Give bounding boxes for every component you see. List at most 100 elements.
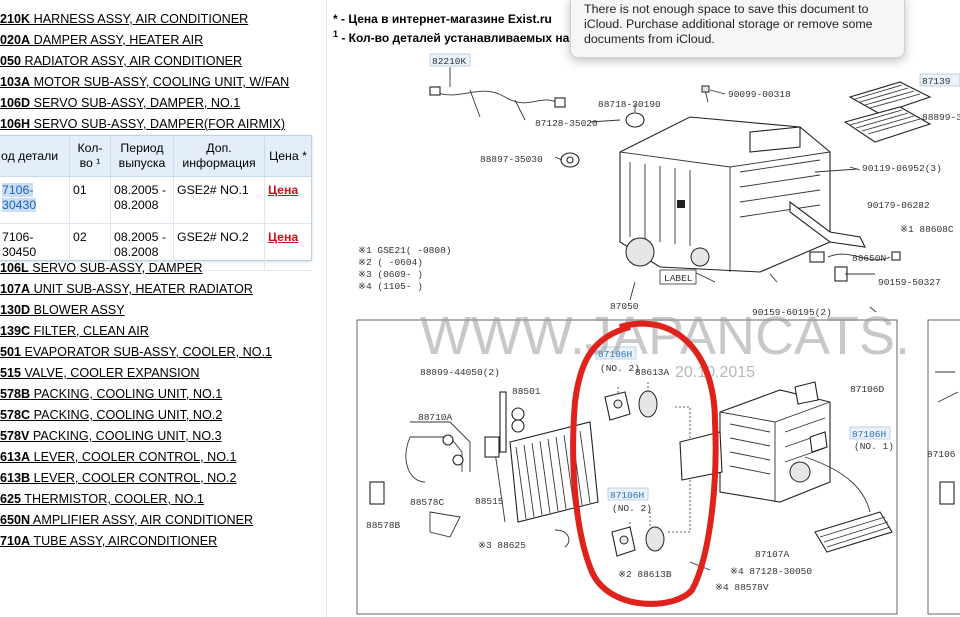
period-cell: 08.2005 - 08.2008: [110, 223, 174, 271]
part-link[interactable]: 578B PACKING, COOLING UNIT, NO.1: [0, 387, 222, 401]
info-cell: GSE2# NO.1: [173, 176, 265, 224]
svg-text:※3 88625: ※3 88625: [478, 540, 526, 551]
part-name: SERVO SUB-ASSY, DAMPER, NO.1: [33, 96, 241, 110]
list-item: 501 EVAPORATOR SUB-ASSY, COOLER, NO.1: [0, 342, 272, 363]
part-code: 501: [0, 345, 22, 359]
part-link[interactable]: 515 VALVE, COOLER EXPANSION: [0, 366, 199, 380]
servo-parts-circled[interactable]: [604, 382, 691, 557]
svg-text:90159-60195(2): 90159-60195(2): [752, 307, 832, 318]
part-name: SERVO SUB-ASSY, DAMPER(FOR AIRMIX): [33, 117, 286, 131]
part-code: 139C: [0, 324, 31, 338]
svg-text:88613A: 88613A: [635, 367, 670, 378]
part-variants-table: од детали Кол-во ¹ Период выпуска Доп. и…: [0, 135, 312, 271]
list-item: 578C PACKING, COOLING UNIT, NO.2: [0, 405, 272, 426]
list-item: 515 VALVE, COOLER EXPANSION: [0, 363, 272, 384]
harness-part[interactable]: [429, 86, 566, 121]
part-link[interactable]: 710A TUBE ASSY, AIRCONDITIONER: [0, 534, 217, 548]
part-link[interactable]: 106L SERVO SUB-ASSY, DAMPER: [0, 261, 203, 275]
part-name: HARNESS ASSY, AIR CONDITIONER: [33, 12, 249, 26]
part-link[interactable]: 103A MOTOR SUB-ASSY, COOLING UNIT, W/FAN: [0, 75, 289, 89]
part-code: 625: [0, 492, 22, 506]
panel-divider: [326, 0, 327, 617]
part-code: 107A: [0, 282, 31, 296]
price-cell: Цена: [264, 176, 311, 224]
part-code: 130D: [0, 303, 31, 317]
part-link[interactable]: 050 RADIATOR ASSY, AIR CONDITIONER: [0, 54, 242, 68]
part-code: 103A: [0, 75, 31, 89]
part-name: DAMPER ASSY, HEATER AIR: [33, 33, 204, 47]
cooling-unit-housing[interactable]: [619, 116, 831, 273]
col-header-period: Период выпуска: [110, 136, 174, 177]
red-circle-annotation: [570, 320, 719, 607]
part-link[interactable]: 578V PACKING, COOLING UNIT, NO.3: [0, 429, 222, 443]
watermark-date: 20.10.2015: [675, 364, 755, 381]
qty-cell: 01: [69, 176, 111, 224]
part-link[interactable]: 613B LEVER, COOLER CONTROL, NO.2: [0, 471, 237, 485]
part-code: 710A: [0, 534, 31, 548]
svg-text:※4 (1105- ): ※4 (1105- ): [358, 281, 423, 292]
part-link[interactable]: 578C PACKING, COOLING UNIT, NO.2: [0, 408, 222, 422]
diagram-inset-frame-right: [927, 319, 960, 615]
svg-text:87128-35020: 87128-35020: [535, 118, 598, 129]
svg-text:90119-06952(3): 90119-06952(3): [862, 163, 942, 174]
part-name: MOTOR SUB-ASSY, COOLING UNIT, W/FAN: [33, 75, 290, 89]
svg-text:88515: 88515: [475, 496, 504, 507]
part-code: 578B: [0, 387, 31, 401]
heater-unit-housing[interactable]: [679, 381, 893, 571]
part-name: TUBE ASSY, AIRCONDITIONER: [33, 534, 218, 548]
part-code: 613B: [0, 471, 31, 485]
part-code: 210K: [0, 12, 31, 26]
price-cell: Цена: [264, 223, 311, 271]
part-name: VALVE, COOLER EXPANSION: [24, 366, 200, 380]
svg-text:88718-30190: 88718-30190: [598, 99, 661, 110]
svg-text:87106D: 87106D: [850, 384, 885, 395]
notification-text: There is not enough space to save this d…: [584, 2, 873, 46]
part-name: UNIT SUB-ASSY, HEATER RADIATOR: [33, 282, 253, 296]
list-item: 578B PACKING, COOLING UNIT, NO.1: [0, 384, 272, 405]
parts-list-top: 210K HARNESS ASSY, AIR CONDITIONER 020A D…: [0, 9, 289, 135]
filter-part[interactable]: [843, 81, 932, 143]
part-link[interactable]: 106D SERVO SUB-ASSY, DAMPER, NO.1: [0, 96, 240, 110]
evaporator-part[interactable]: [494, 391, 599, 523]
svg-text:※2 88613B: ※2 88613B: [618, 569, 672, 580]
pipe-valve-parts[interactable]: [369, 407, 570, 548]
svg-text:88501: 88501: [512, 386, 541, 397]
svg-text:88650N: 88650N: [852, 253, 886, 264]
parts-list-bottom: 106L SERVO SUB-ASSY, DAMPER 107A UNIT SUB…: [0, 258, 272, 552]
part-link[interactable]: 613A LEVER, COOLER CONTROL, NO.1: [0, 450, 237, 464]
part-link[interactable]: 501 EVAPORATOR SUB-ASSY, COOLER, NO.1: [0, 345, 272, 359]
svg-text:※1 88608C: ※1 88608C: [900, 224, 954, 235]
part-link[interactable]: 210K HARNESS ASSY, AIR CONDITIONER: [0, 12, 248, 26]
part-link[interactable]: 020A DAMPER ASSY, HEATER AIR: [0, 33, 203, 47]
part-code-cell[interactable]: 7106-30430: [0, 176, 70, 224]
part-link[interactable]: 139C FILTER, CLEAN AIR: [0, 324, 149, 338]
col-header-price: Цена *: [264, 136, 311, 177]
part-name: LEVER, COOLER CONTROL, NO.1: [33, 450, 237, 464]
svg-text:88710A: 88710A: [418, 412, 453, 423]
part-code-cell[interactable]: 7106-30450: [0, 223, 70, 271]
part-name: AMPLIFIER ASSY, AIR CONDITIONER: [32, 513, 254, 527]
part-link[interactable]: 107A UNIT SUB-ASSY, HEATER RADIATOR: [0, 282, 253, 296]
label-callout: LABEL: [664, 273, 693, 284]
svg-text:88578B: 88578B: [366, 520, 401, 531]
part-name: PACKING, COOLING UNIT, NO.2: [33, 408, 223, 422]
price-link[interactable]: Цена: [268, 183, 299, 197]
list-item: 650N AMPLIFIER ASSY, AIR CONDITIONER: [0, 510, 272, 531]
part-link[interactable]: 106H SERVO SUB-ASSY, DAMPER(FOR AIRMIX): [0, 117, 285, 131]
col-header-qty: Кол-во ¹: [69, 136, 111, 177]
icloud-storage-notification[interactable]: There is not enough space to save this d…: [570, 0, 905, 58]
list-item: 130D BLOWER ASSY: [0, 300, 272, 321]
table-header-row: од детали Кол-во ¹ Период выпуска Доп. и…: [0, 136, 311, 177]
part-code: 650N: [0, 513, 31, 527]
table-row: 7106-30450 02 08.2005 - 08.2008 GSE2# NO…: [0, 223, 311, 271]
footnotes: * - Цена в интернет-магазине Exist.ru 1 …: [333, 12, 579, 46]
part-name: BLOWER ASSY: [33, 303, 125, 317]
part-link[interactable]: 625 THERMISTOR, COOLER, NO.1: [0, 492, 204, 506]
svg-text:87107A: 87107A: [755, 549, 790, 560]
part-link[interactable]: 130D BLOWER ASSY: [0, 303, 125, 317]
svg-text:(NO. 2): (NO. 2): [612, 503, 652, 514]
part-link[interactable]: 650N AMPLIFIER ASSY, AIR CONDITIONER: [0, 513, 253, 527]
qty-note: 1 - Кол-во деталей устанавливаемых на а: [333, 29, 580, 45]
price-link[interactable]: Цена: [268, 230, 299, 244]
svg-text:※1 GSE21( -0808): ※1 GSE21( -0808): [358, 245, 451, 256]
